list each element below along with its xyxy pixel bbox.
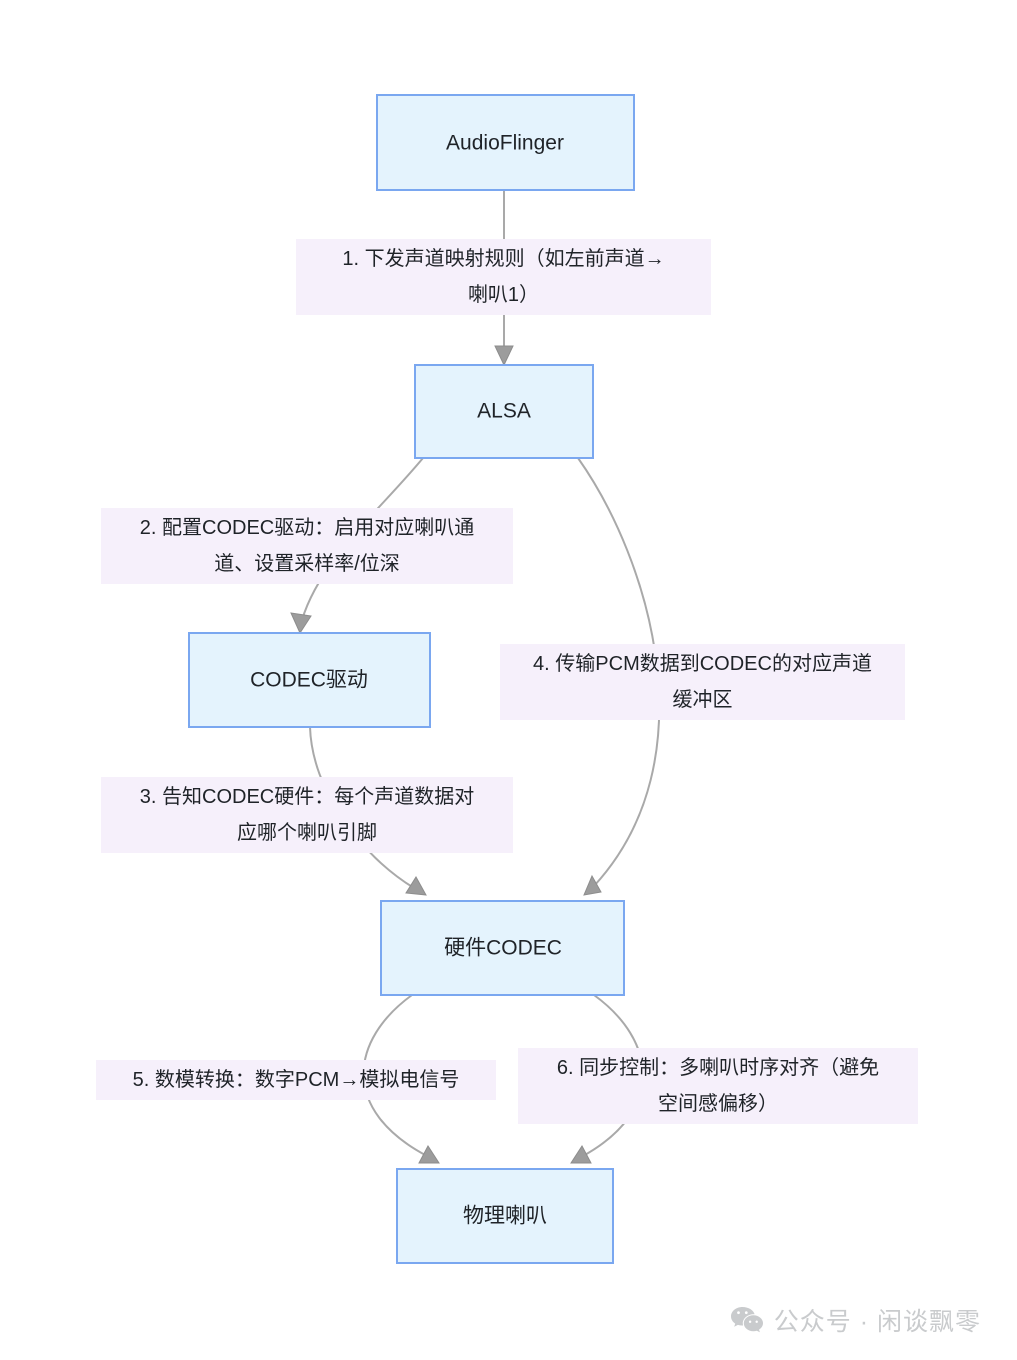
node-codec-driver-label: CODEC驱动 <box>250 669 368 692</box>
node-alsa-label: ALSA <box>477 400 531 423</box>
node-alsa-rect[interactable] <box>414 364 594 459</box>
edge-4-arrowhead <box>583 874 602 896</box>
watermark: 公众号 · 闲谈飘零 <box>730 1302 981 1338</box>
node-audioflinger-rect[interactable] <box>376 94 635 191</box>
watermark-text: 公众号 · 闲谈飘零 <box>773 1308 981 1336</box>
edge-label-4: 4. 传输PCM数据到CODEC的对应声道 缓冲区 <box>500 644 905 720</box>
node-codec-driver[interactable]: CODEC驱动 <box>188 632 431 728</box>
node-audioflinger-label: AudioFlinger <box>446 132 564 155</box>
edge-label-6: 6. 同步控制：多喇叭时序对齐（避免 空间感偏移） <box>518 1048 918 1124</box>
node-alsa[interactable]: ALSA <box>414 364 594 459</box>
node-physical-speaker-rect[interactable] <box>396 1168 614 1264</box>
node-physical-speaker[interactable]: 物理喇叭 <box>396 1168 614 1264</box>
edge-label-3: 3. 告知CODEC硬件：每个声道数据对 应哪个喇叭引脚 <box>101 777 513 853</box>
edge-label-5: 5. 数模转换：数字PCM→模拟电信号 <box>96 1060 496 1100</box>
node-codec-driver-rect[interactable] <box>188 632 431 728</box>
node-hardware-codec-label: 硬件CODEC <box>444 937 562 960</box>
node-audioflinger[interactable]: AudioFlinger <box>376 94 635 191</box>
edge-5-arrowhead <box>418 1145 440 1164</box>
edge-6-arrowhead <box>570 1145 592 1164</box>
wechat-icon <box>730 1306 764 1334</box>
node-hardware-codec[interactable]: 硬件CODEC <box>380 900 625 996</box>
edge-label-1: 1. 下发声道映射规则（如左前声道→ 喇叭1） <box>296 239 711 315</box>
node-hardware-codec-rect[interactable] <box>380 900 625 996</box>
edge-1-arrowhead <box>494 345 514 367</box>
node-physical-speaker-label: 物理喇叭 <box>463 1205 547 1228</box>
edge-2-arrowhead <box>290 612 312 635</box>
edge-3-arrowhead <box>405 876 427 896</box>
edge-label-2: 2. 配置CODEC驱动：启用对应喇叭通 道、设置采样率/位深 <box>101 508 513 584</box>
